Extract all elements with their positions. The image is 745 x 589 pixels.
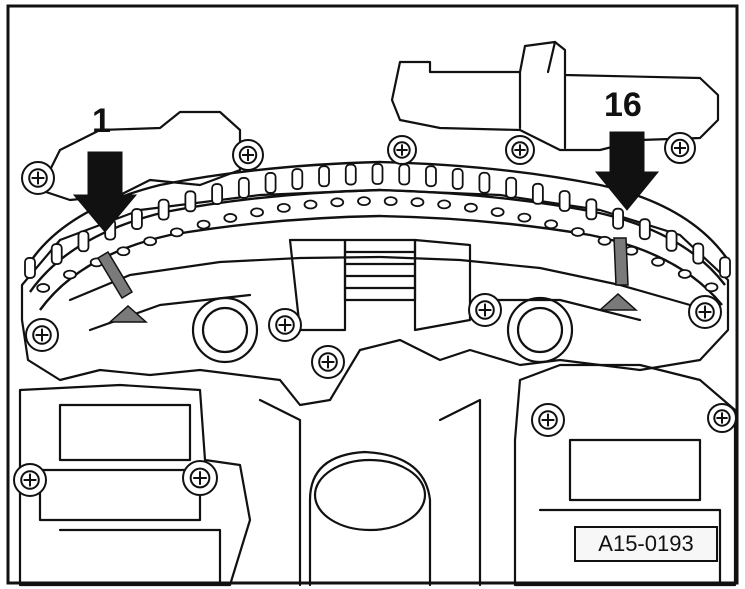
bolt-icon — [505, 135, 535, 165]
bolt-icon — [387, 135, 417, 165]
chain-roller — [184, 190, 197, 213]
chain-roller — [638, 218, 651, 241]
chain-link-plate — [463, 202, 478, 213]
chain-link-plate — [597, 235, 612, 246]
bolt-icon — [707, 403, 737, 433]
triangle-mark-left — [108, 304, 148, 323]
chain-roller — [558, 190, 571, 212]
chain-roller — [478, 171, 491, 194]
marked-link-right — [613, 237, 629, 286]
chain-link-plate — [517, 212, 532, 223]
chain-roller — [612, 207, 624, 230]
bolt-icon — [232, 139, 264, 171]
chain-roller — [264, 172, 277, 194]
chain-roller — [77, 230, 90, 253]
chain-link-plate — [330, 197, 345, 208]
chain-link-plate — [223, 213, 238, 223]
right-bore — [506, 296, 574, 364]
chain-link-plate — [63, 269, 77, 280]
chain-roller — [692, 242, 705, 265]
chain-link-plate — [36, 283, 51, 293]
callout-number-16: 16 — [604, 86, 642, 124]
bolt-icon — [13, 463, 47, 497]
timing-chain-inner — [29, 188, 726, 293]
bolt-icon — [664, 132, 696, 164]
chain-link-plate — [570, 227, 585, 237]
actuator-housing — [390, 40, 720, 152]
chain-link-plate — [437, 199, 452, 210]
bolt-icon — [468, 293, 502, 327]
chain-link-plate — [116, 246, 131, 257]
marked-link-left — [96, 250, 134, 300]
chain-link-plate — [143, 236, 158, 247]
chain-roller — [505, 176, 518, 199]
triangle-mark-right — [598, 292, 638, 311]
chain-link-plate — [196, 219, 211, 230]
chain-rollers — [24, 163, 731, 293]
callout-number-1: 1 — [92, 102, 111, 140]
chain-roller — [665, 229, 678, 252]
chain-link-plate — [383, 196, 398, 207]
lower-left-block — [18, 383, 252, 587]
chain-roller — [211, 183, 224, 205]
chain-link-plate — [544, 219, 558, 230]
chain-link-plate — [169, 227, 184, 238]
chain-roller — [344, 163, 357, 186]
chain-roller — [398, 163, 411, 186]
chain-roller — [531, 182, 544, 205]
chain-roller — [157, 198, 170, 221]
chain-link-plate — [410, 197, 425, 208]
chain-link-plate — [651, 256, 665, 267]
chain-roller — [425, 165, 437, 188]
chain-roller — [24, 257, 36, 279]
bolts — [13, 132, 737, 497]
chain-roller — [719, 256, 731, 279]
bolt-icon — [688, 295, 722, 329]
arrow-16-icon — [594, 131, 660, 211]
chain-roller — [237, 177, 250, 199]
reference-code: A15-0193 — [598, 531, 694, 556]
lower-right-block — [513, 363, 737, 587]
chain-roller — [451, 168, 464, 190]
chain-link-plate — [490, 207, 505, 217]
chain-link-plate — [303, 199, 318, 210]
chain-link-plate — [250, 207, 264, 218]
chain-roller — [371, 163, 384, 185]
reference-code-box: A15-0193 — [574, 526, 718, 562]
bolt-icon — [531, 403, 565, 437]
chain-roller — [318, 165, 330, 188]
chain-roller — [131, 208, 143, 230]
bolt-icon — [25, 318, 59, 352]
left-bracket — [38, 110, 242, 202]
arrow-1-icon — [72, 151, 138, 233]
bolt-icon — [21, 161, 55, 195]
left-bore — [191, 296, 259, 364]
center-tube — [308, 450, 432, 587]
chain-link-plate — [704, 282, 719, 293]
chain-link-plate — [357, 196, 371, 207]
chain-link-plate — [677, 269, 692, 279]
chain-roller — [291, 168, 304, 190]
chain-roller — [585, 198, 598, 221]
chain-roller — [50, 243, 63, 265]
drawing-border — [6, 4, 739, 585]
bolt-icon — [268, 308, 302, 342]
chain-link-plate — [276, 202, 291, 213]
bolt-icon — [311, 345, 345, 379]
bolt-icon — [182, 460, 218, 496]
